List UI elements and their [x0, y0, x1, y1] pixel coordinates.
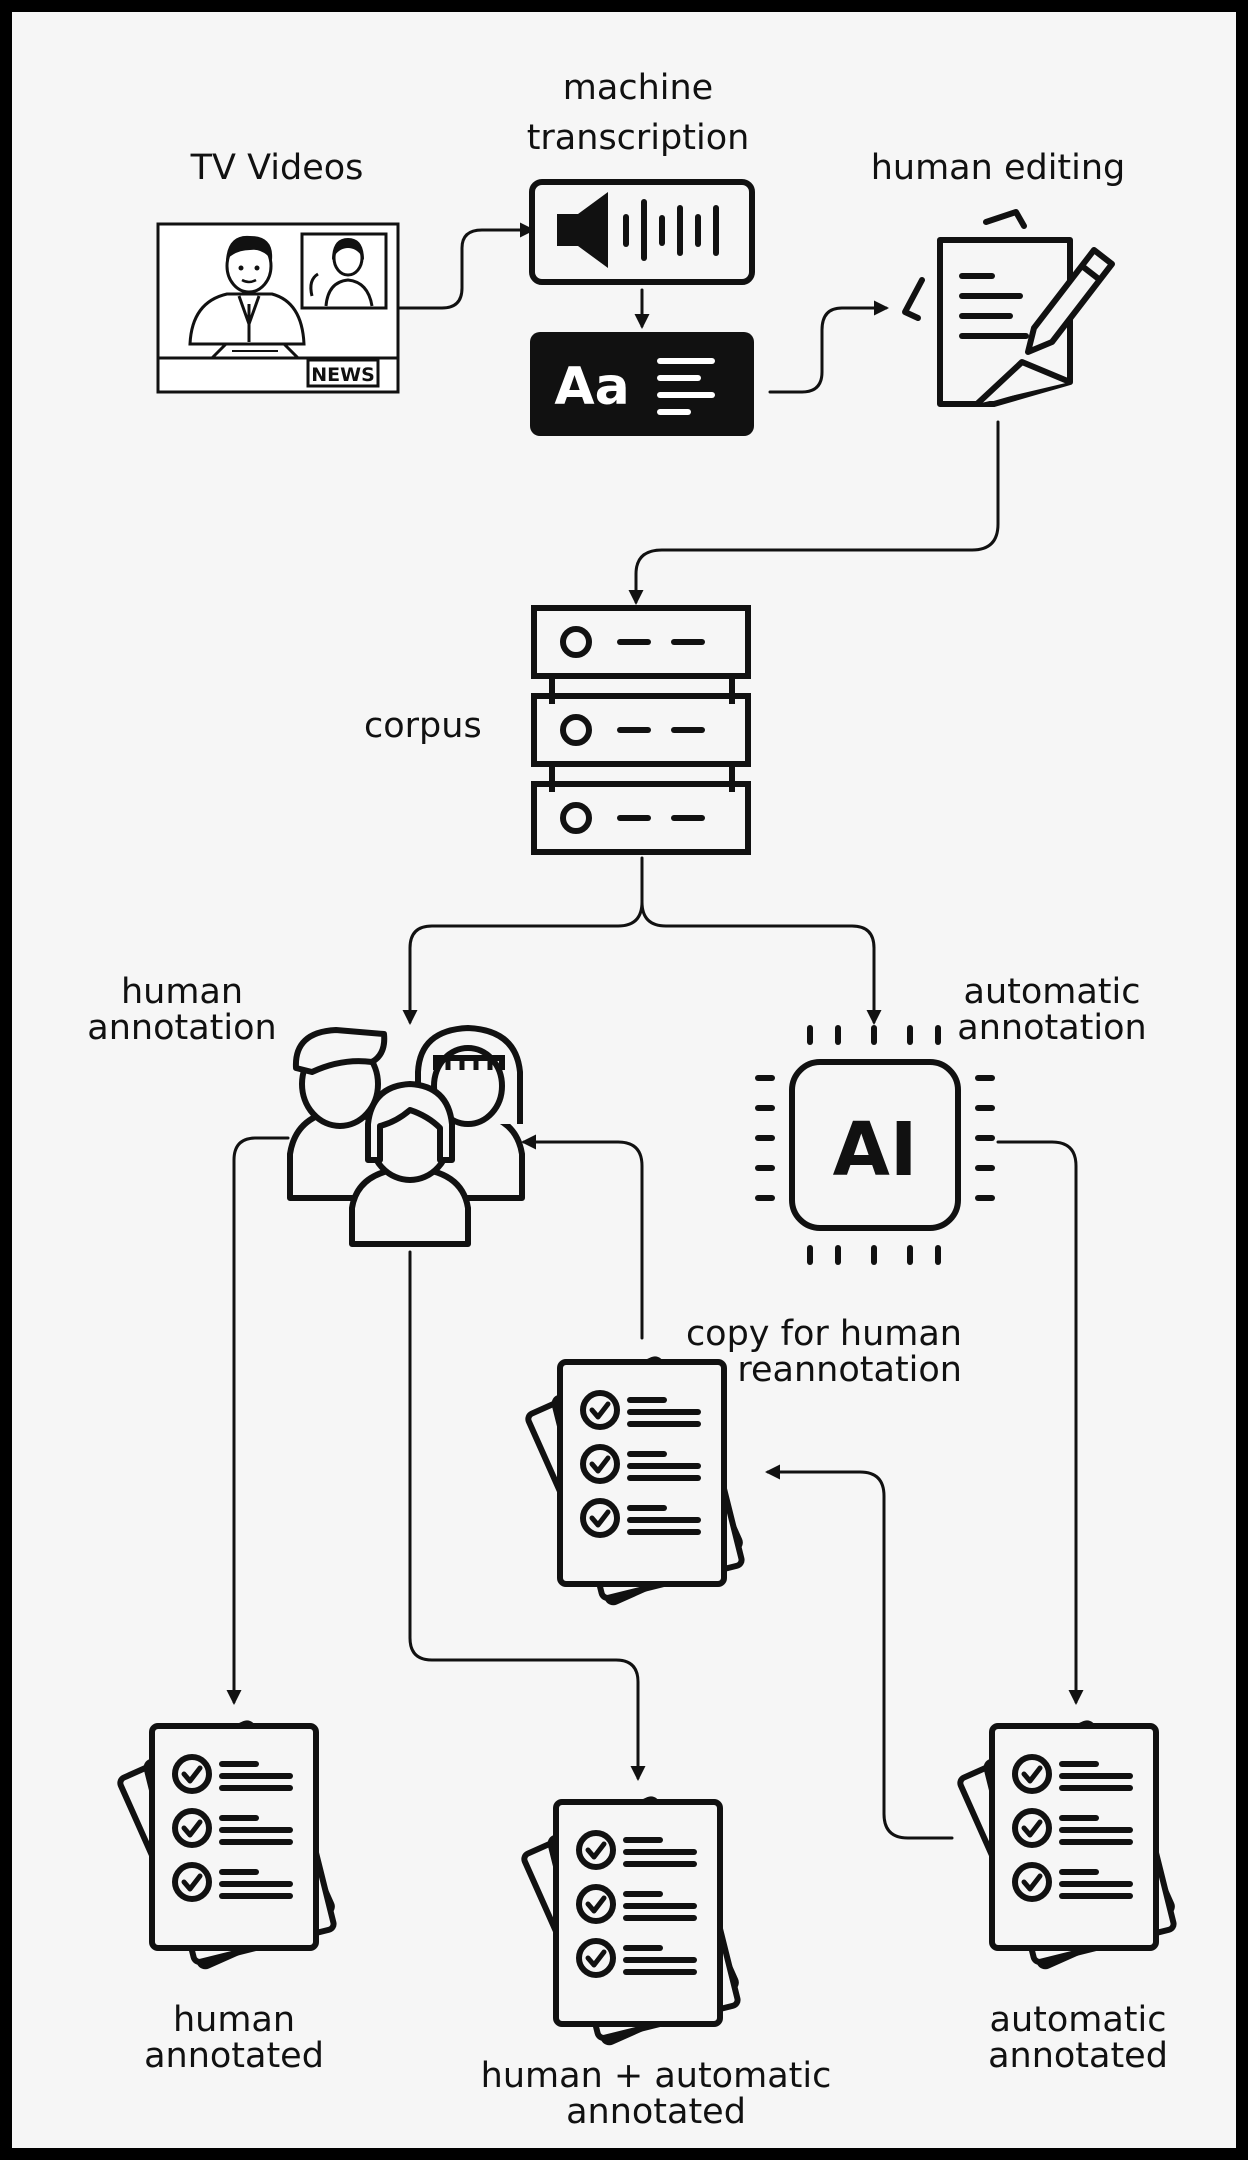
automatic-annotated-docs-icon [958, 1721, 1174, 1968]
human-annotated-docs-icon [118, 1721, 334, 1968]
label-automatic-annotated-line1: automatic [989, 2000, 1167, 2040]
person-front [349, 1081, 471, 1247]
label-mixed-annotated-line2: annotated [566, 2092, 746, 2132]
people-group-icon [287, 1025, 525, 1247]
arrow-automatic-to-copy [765, 1464, 954, 1840]
arrow-editing-to-corpus [628, 420, 1000, 605]
label-human-annotation-line2: annotation [87, 1008, 277, 1048]
server-unit [531, 605, 751, 679]
mixed-annotated-docs-icon [522, 1797, 738, 2044]
arrow-text-to-editing [768, 300, 889, 394]
arrow-copy-to-human [521, 1134, 644, 1340]
tv-news-icon: NEWS [156, 222, 400, 394]
arrow-ai-to-automatic-annotated [996, 1140, 1084, 1705]
news-badge: NEWS [306, 358, 380, 388]
label-copy-reannotation-line1: copy for human [685, 1314, 962, 1354]
arrow-tv-to-transcription [398, 222, 535, 310]
label-human-editing: human editing [870, 148, 1126, 188]
server-unit [531, 781, 751, 855]
label-corpus: corpus [364, 706, 482, 746]
text-block-glyph: Aa [554, 357, 629, 417]
arrow-corpus-to-ai-branch [640, 900, 876, 950]
news-badge-text: NEWS [311, 364, 375, 386]
label-copy-reannotation-line2: reannotation [737, 1350, 962, 1390]
audio-waveform-icon [529, 179, 755, 285]
inset-reporter [300, 232, 388, 310]
pencil-icon [1025, 247, 1115, 355]
server-stack-icon [531, 605, 751, 855]
label-human-annotated-line2: annotated [144, 2036, 324, 2076]
label-human-annotated-line1: human [172, 2000, 296, 2040]
reannotation-docs-icon [526, 1357, 742, 1604]
label-human-annotation-line1: human [120, 972, 244, 1012]
ai-chip-icon: AI [755, 1025, 995, 1265]
label-machine-transcription-line2: transcription [526, 118, 750, 158]
label-machine-transcription-line1: machine [562, 68, 714, 108]
ai-chip-label: AI [833, 1107, 918, 1193]
label-tv-videos: TV Videos [190, 148, 364, 188]
edit-document-icon [902, 209, 1115, 407]
label-automatic-annotated-line2: annotated [988, 2036, 1168, 2076]
flow-arrows [226, 222, 1084, 1840]
label-automatic-annotation-line2: annotation [957, 1008, 1147, 1048]
arrow-human-to-mixed [408, 1250, 646, 1781]
anchor-figure [188, 235, 306, 360]
arrow-corpus-to-human [402, 856, 644, 1025]
diagram-svg: NEWS Aa [12, 179, 1248, 2172]
text-block-icon: Aa [530, 332, 754, 436]
server-unit [531, 693, 751, 767]
label-mixed-annotated-line1: human + automatic [480, 2056, 832, 2096]
arrow-human-to-human-annotated [226, 1136, 290, 1705]
label-automatic-annotation-line1: automatic [963, 972, 1141, 1012]
